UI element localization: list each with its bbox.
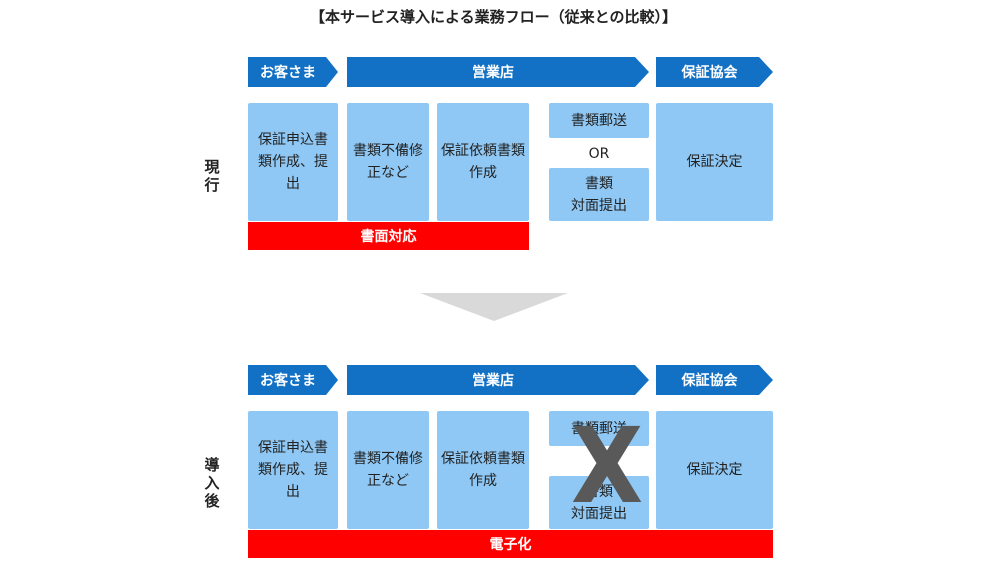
row-label-after: 導入後 (204, 456, 220, 510)
header-customer-after: お客さま (248, 365, 338, 395)
after-decision: 保証決定 (656, 411, 773, 529)
current-step-correction: 書類不備修正など (347, 103, 429, 221)
current-mail-documents: 書類郵送 (549, 103, 649, 138)
current-step-request-docs: 保証依頼書類作成 (437, 103, 529, 221)
current-paper-bar: 書面対応 (248, 222, 529, 250)
header-association-after: 保証協会 (656, 365, 773, 395)
after-step-application: 保証申込書類作成、提出 (248, 411, 338, 529)
row-label-current: 現行 (204, 158, 220, 194)
after-step-correction: 書類不備修正など (347, 411, 429, 529)
after-digital-bar: 電子化 (248, 530, 773, 558)
current-step-application: 保証申込書類作成、提出 (248, 103, 338, 221)
current-or-label: OR (588, 146, 610, 162)
after-step-request-docs: 保証依頼書類作成 (437, 411, 529, 529)
after-mail-documents: 書類郵送 (549, 411, 649, 446)
cross-icon: X (571, 405, 644, 527)
header-association: 保証協会 (656, 57, 773, 87)
header-branch-after: 営業店 (347, 365, 649, 395)
down-arrow-icon (420, 293, 568, 321)
current-face-submit: 書類 対面提出 (549, 168, 649, 221)
current-decision: 保証決定 (656, 103, 773, 221)
header-customer: お客さま (248, 57, 338, 87)
header-branch: 営業店 (347, 57, 649, 87)
page-title: 【本サービス導入による業務フロー（従来との比較）】 (310, 8, 677, 26)
after-face-submit: 書類 対面提出 (549, 476, 649, 529)
